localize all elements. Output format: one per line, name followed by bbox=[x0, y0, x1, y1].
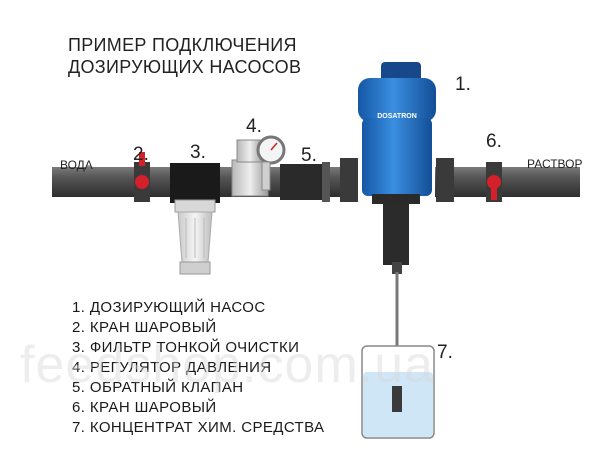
diagram-title: ПРИМЕР ПОДКЛЮЧЕНИЯ ДОЗИРУЮЩИХ НАСОСОВ bbox=[68, 34, 301, 78]
watermark: feedshop.com.ua bbox=[20, 336, 434, 394]
ball-valve-2 bbox=[134, 152, 150, 202]
legend-item: 7. КОНЦЕНТРАТ ХИМ. СРЕДСТВА bbox=[72, 419, 325, 436]
label-3: 3. bbox=[190, 142, 206, 163]
legend-item: 3. ФИЛЬТР ТОНКОЙ ОЧИСТКИ bbox=[72, 339, 300, 356]
pressure-regulator-4 bbox=[231, 135, 286, 197]
title-line-1: ПРИМЕР ПОДКЛЮЧЕНИЯ bbox=[68, 35, 297, 55]
pipe-outlet bbox=[435, 167, 580, 197]
check-valve-5 bbox=[280, 162, 330, 202]
concentrate-container-7 bbox=[361, 272, 435, 439]
label-4: 4. bbox=[246, 116, 262, 137]
pump-brand-label: DOSATRON bbox=[377, 113, 417, 120]
title-line-2: ДОЗИРУЮЩИХ НАСОСОВ bbox=[68, 57, 302, 77]
inlet-label: ВОДА bbox=[60, 158, 93, 172]
outlet-label: РАСТВОР bbox=[527, 157, 583, 171]
label-6: 6. bbox=[486, 131, 502, 152]
ball-valve-6 bbox=[486, 162, 502, 202]
label-1: 1. bbox=[455, 74, 471, 95]
pump-outlet-fitting bbox=[436, 158, 454, 202]
dosing-pump-1: DOSATRON bbox=[358, 62, 436, 274]
legend-item: 4. РЕГУЛЯТОР ДАВЛЕНИЯ bbox=[72, 359, 272, 376]
pump-inlet-fitting bbox=[340, 158, 358, 202]
legend: 1. ДОЗИРУЮЩИЙ НАСОС 2. КРАН ШАРОВЫЙ 3. Ф… bbox=[72, 298, 324, 438]
label-2: 2. bbox=[133, 144, 149, 165]
legend-item: 1. ДОЗИРУЮЩИЙ НАСОС bbox=[72, 299, 266, 316]
label-5: 5. bbox=[301, 145, 317, 166]
legend-item: 2. КРАН ШАРОВЫЙ bbox=[72, 319, 217, 336]
fine-filter-3 bbox=[170, 163, 220, 275]
legend-item: 5. ОБРАТНЫЙ КЛАПАН bbox=[72, 379, 244, 396]
label-7: 7. bbox=[437, 342, 453, 363]
legend-item: 6. КРАН ШАРОВЫЙ bbox=[72, 399, 217, 416]
